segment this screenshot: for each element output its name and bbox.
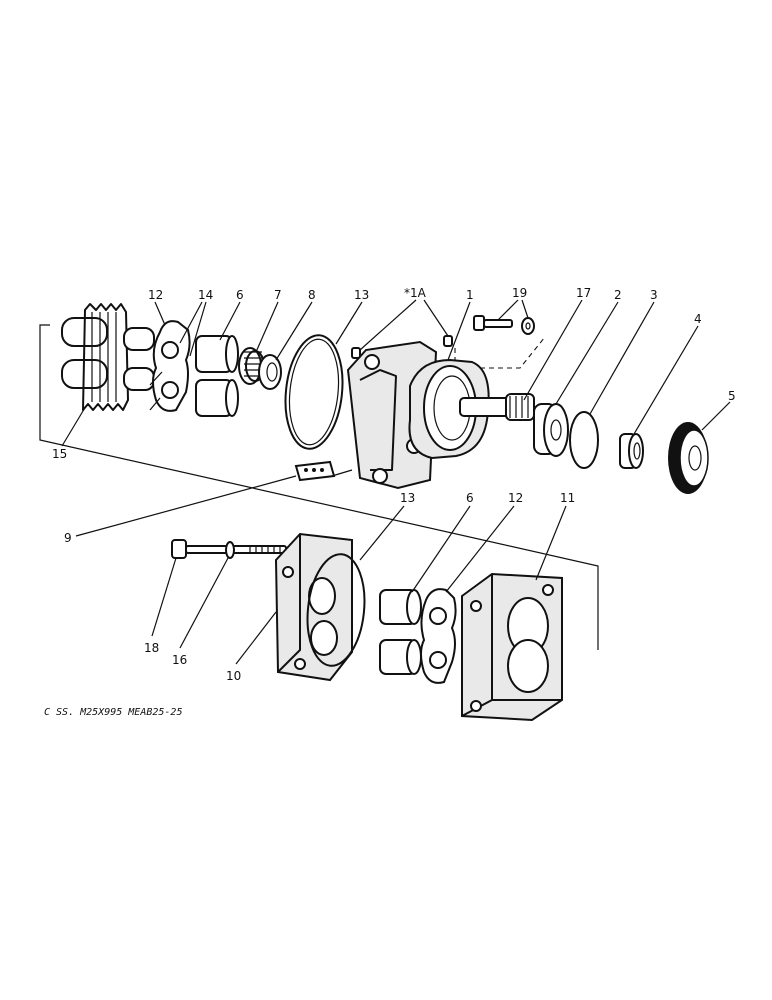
needle-bearings-upper-part-6 bbox=[195, 335, 239, 417]
o-ring-upper-part-13 bbox=[284, 334, 344, 450]
callout-12-upper: 12 bbox=[148, 288, 163, 302]
cover-plate-part-10 bbox=[274, 532, 353, 682]
callout-8: 8 bbox=[308, 288, 316, 302]
callout-16: 16 bbox=[172, 653, 187, 667]
callout-9: 9 bbox=[64, 531, 72, 545]
gear-shaft-assembly-part-15 bbox=[61, 303, 155, 411]
callout-1: 1 bbox=[466, 288, 474, 302]
bolt-and-washer-part-19 bbox=[473, 315, 535, 335]
callout-5: 5 bbox=[728, 389, 736, 403]
wear-plate-upper-part-12 bbox=[149, 320, 191, 412]
assembly-boundary-lines bbox=[39, 324, 599, 650]
callout-4: 4 bbox=[694, 312, 702, 326]
o-ring-lower-part-13 bbox=[306, 553, 366, 667]
through-bolt-part-18 bbox=[171, 539, 287, 559]
callout-10: 10 bbox=[226, 669, 241, 683]
callout-19: 19 bbox=[512, 286, 527, 300]
callout-7: 7 bbox=[274, 288, 282, 302]
leader-lines bbox=[61, 299, 731, 665]
callout-13-upper: 13 bbox=[354, 288, 369, 302]
callout-14: 14 bbox=[198, 288, 213, 302]
gear-body-part-11 bbox=[461, 572, 563, 722]
callout-2: 2 bbox=[614, 288, 622, 302]
callout-1a: *1A bbox=[404, 286, 427, 300]
washer-part-8 bbox=[258, 354, 282, 390]
callout-18: 18 bbox=[144, 641, 159, 655]
callout-3: 3 bbox=[650, 288, 658, 302]
callout-6-upper: 6 bbox=[236, 288, 244, 302]
callout-17: 17 bbox=[576, 286, 591, 300]
shaft-seal-part-4 bbox=[619, 433, 644, 469]
wear-plate-lower-part-12 bbox=[420, 588, 457, 684]
reference-code: C SS. M25X995 MEAB25-25 bbox=[44, 707, 182, 718]
seal-strip-part-9 bbox=[294, 460, 336, 482]
retainer-cap-part-5 bbox=[668, 422, 709, 494]
callout-12-lower: 12 bbox=[508, 491, 523, 505]
callout-13-lower: 13 bbox=[400, 491, 415, 505]
callout-11: 11 bbox=[560, 491, 575, 505]
callout-labels: 12 14 6 7 8 13 *1A 1 19 17 2 3 4 5 15 9 … bbox=[52, 286, 736, 683]
callout-15: 15 bbox=[52, 447, 67, 461]
snap-ring-part-3 bbox=[569, 411, 599, 469]
needle-bearings-lower-part-6 bbox=[379, 589, 422, 675]
callout-6-lower: 6 bbox=[466, 491, 474, 505]
ball-bearing-part-17 bbox=[533, 403, 569, 457]
pump-housing-part-1 bbox=[346, 335, 535, 490]
